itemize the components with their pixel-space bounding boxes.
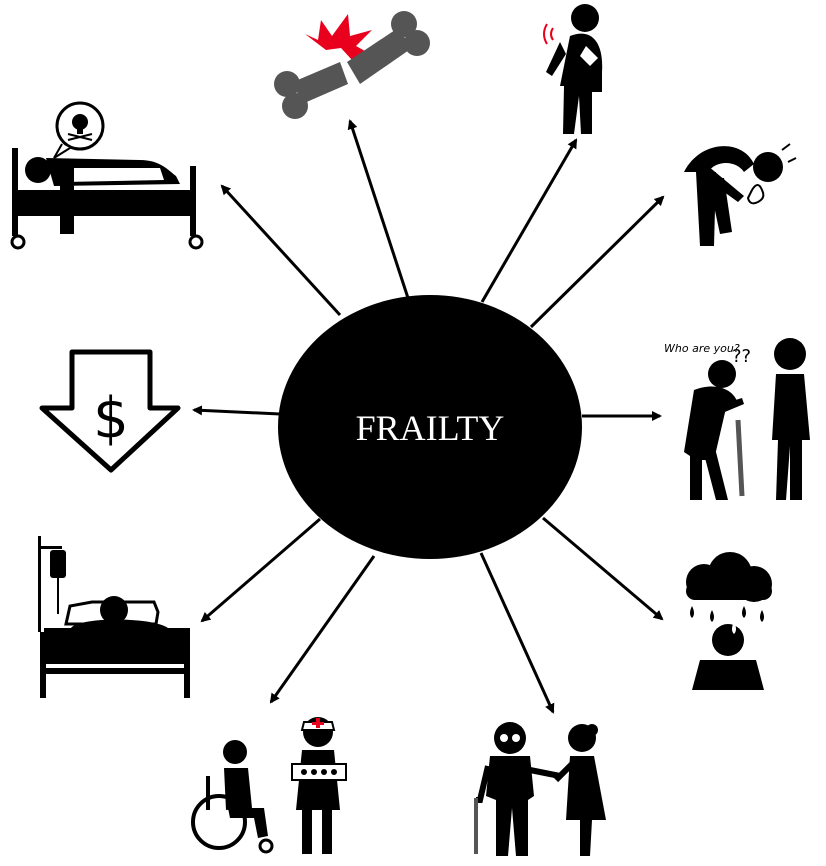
wheelchair-nurse-icon [191, 717, 347, 854]
center-label: FRAILTY [356, 408, 505, 448]
hospital-bed-iv-icon [38, 536, 190, 698]
frailty-center: FRAILTY [278, 295, 582, 559]
broken-bone-icon [274, 11, 430, 119]
arrow-to-chest-pain [480, 138, 578, 303]
skull-bed-icon [10, 101, 204, 250]
arrow-to-bone-fracture [347, 119, 410, 299]
rain-cloud-head-icon [686, 552, 772, 690]
arrow-to-hospitalization [200, 517, 321, 623]
arrow-to-depression [542, 516, 664, 621]
confused-elder-icon: Who are you? ?? [664, 338, 810, 500]
arrow-to-financial-loss [192, 405, 281, 416]
elder-with-caregiver-icon [474, 722, 606, 856]
dollar-symbol: $ [93, 386, 129, 451]
arrow-to-death [220, 184, 342, 317]
confusion-speech: Who are you? [664, 342, 740, 355]
arrow-to-elder-assistance [479, 552, 555, 714]
fall-person-icon [684, 143, 797, 246]
question-marks: ?? [732, 346, 751, 367]
arrow-to-fall [529, 195, 665, 329]
arrow-to-wheelchair-nurse [269, 555, 376, 704]
dollar-down-arrow-icon: $ [39, 349, 181, 473]
arrows [192, 119, 665, 714]
chest-pain-person-icon [543, 4, 603, 134]
